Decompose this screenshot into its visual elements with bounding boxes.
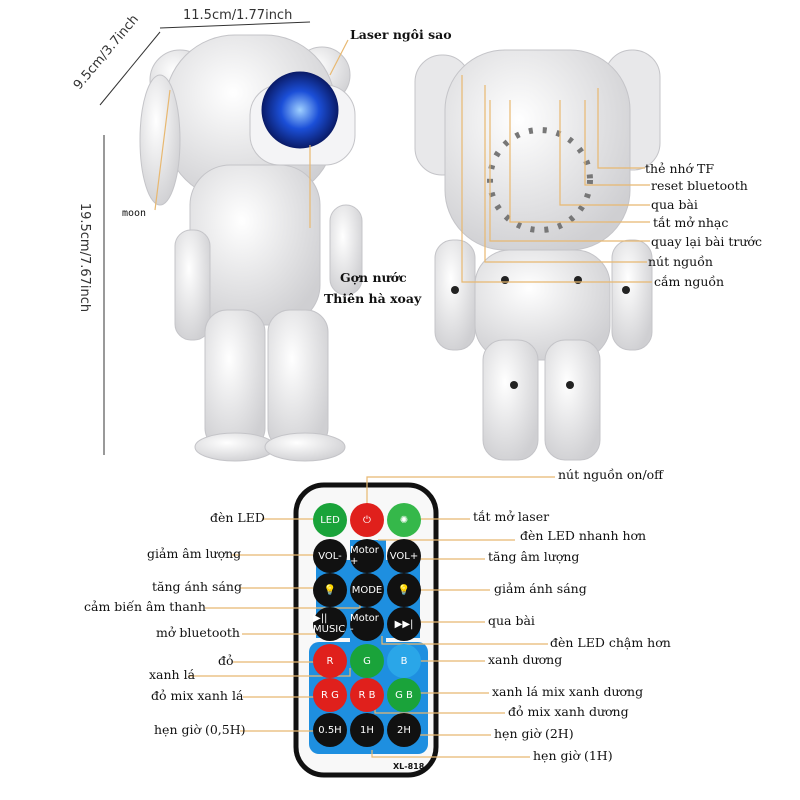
remote-button[interactable]: G bbox=[350, 644, 384, 678]
timer-2h-label: hẹn giờ (2H) bbox=[494, 726, 574, 741]
tf-card-label: thẻ nhớ TF bbox=[645, 161, 715, 176]
timer-1h-label: hẹn giờ (1H) bbox=[533, 748, 613, 763]
remote-button[interactable]: 💡 bbox=[387, 573, 421, 607]
green-label: xanh lá bbox=[149, 667, 196, 682]
width-dimension: 11.5cm/1.77inch bbox=[183, 8, 293, 23]
led-slower-label: đèn LED chậm hơn bbox=[550, 635, 671, 650]
next-track-label: qua bài bbox=[651, 197, 698, 212]
leader-lines bbox=[154, 39, 652, 283]
next-label: qua bài bbox=[488, 613, 535, 628]
remote-model: XL-818 bbox=[393, 762, 425, 771]
red-green-label: đỏ mix xanh lá bbox=[151, 688, 244, 703]
laser-toggle-label: tắt mở laser bbox=[473, 509, 550, 524]
music-toggle-label: tắt mở nhạc bbox=[653, 215, 729, 230]
remote-button[interactable]: R G bbox=[313, 678, 347, 712]
remote-button[interactable]: Motor - bbox=[350, 607, 384, 641]
green-blue-label: xanh lá mix xanh dương bbox=[492, 684, 644, 699]
front-robot bbox=[139, 34, 363, 462]
remote-button[interactable]: G B bbox=[387, 678, 421, 712]
remote-button[interactable]: 1H bbox=[350, 713, 384, 747]
height-dimension: 19.5cm/7.67inch bbox=[77, 202, 93, 313]
remote-button[interactable]: ▶▶| bbox=[387, 607, 421, 641]
galaxy-label: Thiên hà xoay bbox=[324, 291, 422, 306]
remote-button[interactable]: 2H bbox=[387, 713, 421, 747]
remote-button[interactable]: 0.5H bbox=[313, 713, 347, 747]
timer-05h-label: hẹn giờ (0,5H) bbox=[154, 722, 246, 737]
bluetooth-label: mở bluetooth bbox=[156, 625, 240, 640]
dimension-lines bbox=[99, 21, 311, 455]
volume-down-label: giảm âm lượng bbox=[147, 546, 242, 561]
back-robot bbox=[414, 49, 661, 461]
remote-button[interactable]: LED bbox=[313, 503, 347, 537]
moon-label: moon bbox=[122, 208, 147, 219]
led-faster-label: đèn LED nhanh hơn bbox=[520, 528, 647, 543]
remote-button[interactable]: ▶|| MUSIC bbox=[313, 607, 347, 641]
remote-button[interactable]: 💡 bbox=[313, 573, 347, 607]
red-label: đỏ bbox=[218, 653, 234, 668]
previous-track-label: quay lại bài trước bbox=[651, 234, 762, 249]
remote-button[interactable]: VOL+ bbox=[387, 539, 421, 573]
remote-button[interactable]: Motor + bbox=[350, 539, 384, 573]
power-button-label: nút nguồn bbox=[648, 254, 713, 269]
power-input-label: cắm nguồn bbox=[654, 274, 725, 289]
remote-button[interactable]: VOL- bbox=[313, 539, 347, 573]
laser-label: Laser ngôi sao bbox=[350, 27, 452, 42]
remote-button[interactable]: B bbox=[387, 644, 421, 678]
remote-button[interactable]: MODE bbox=[350, 573, 384, 607]
ripple-label: Gợn nước bbox=[340, 270, 407, 285]
red-blue-label: đỏ mix xanh dương bbox=[508, 704, 629, 719]
remote-button[interactable]: R B bbox=[350, 678, 384, 712]
sound-sensor-label: cảm biến âm thanh bbox=[84, 599, 206, 614]
power-onoff-label: nút nguồn on/off bbox=[558, 467, 664, 482]
remote-button[interactable]: R bbox=[313, 644, 347, 678]
reset-bluetooth-label: reset bluetooth bbox=[651, 178, 748, 193]
brightness-down-label: giảm ánh sáng bbox=[494, 581, 587, 596]
led-label: đèn LED bbox=[210, 510, 265, 525]
volume-up-label: tăng âm lượng bbox=[488, 549, 580, 564]
remote-button[interactable]: ✺ bbox=[387, 503, 421, 537]
blue-label: xanh dương bbox=[488, 652, 563, 667]
brightness-up-label: tăng ánh sáng bbox=[152, 579, 242, 594]
remote-button[interactable]: ⏻ bbox=[350, 503, 384, 537]
